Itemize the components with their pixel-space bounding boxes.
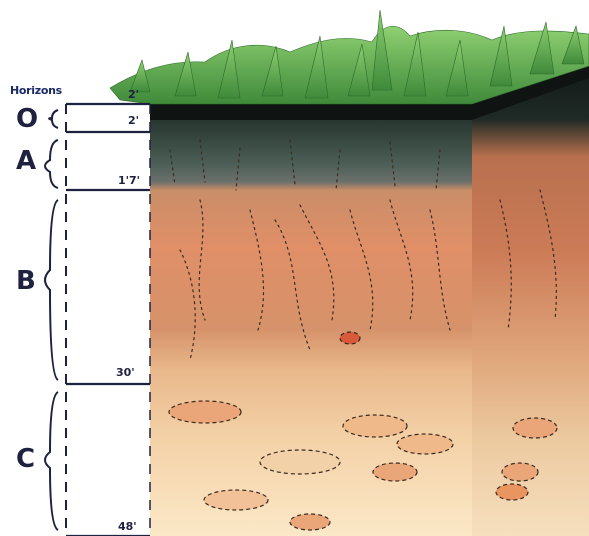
depth-mark-a-bottom: 1'7'	[118, 174, 140, 187]
horizon-a-label: A	[16, 146, 36, 176]
horizon-c-label: C	[16, 444, 35, 474]
horizon-b-label: B	[16, 266, 36, 296]
depth-mark-c-bottom: 48'	[118, 520, 137, 533]
depth-mark-b-bottom: 30'	[116, 366, 135, 379]
horizon-o-label: O	[16, 104, 38, 134]
depth-scale	[45, 104, 150, 536]
depth-mark-o-bottom: 2'	[128, 114, 139, 127]
depth-mark-top: 2'	[128, 88, 139, 101]
horizons-heading: Horizons	[10, 84, 62, 97]
